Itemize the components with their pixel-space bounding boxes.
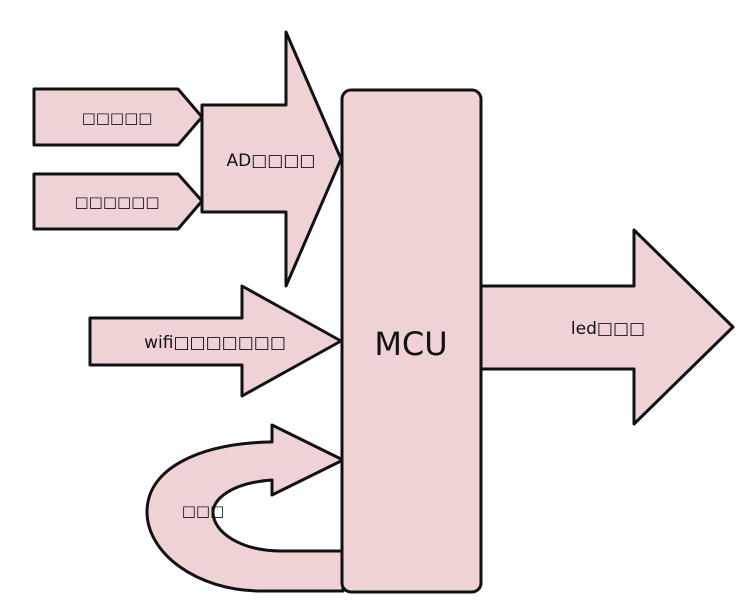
mcu-label: MCU — [374, 325, 447, 363]
ad-arrow — [200, 30, 343, 288]
mcu-block — [340, 88, 483, 594]
wifi-arrow-label: wifi□□□□□□□ — [144, 333, 286, 353]
wifi-arrow — [88, 284, 343, 398]
ad-arrow-label: AD□□□□ — [227, 151, 316, 171]
output-arrow — [479, 228, 735, 426]
loop-arrow — [145, 423, 345, 593]
input-sensor-2-arrow — [32, 172, 204, 231]
loop-arrow-label: □□□ — [182, 502, 225, 520]
input-sensor-2-label: □□□□□□ — [74, 193, 159, 211]
output-arrow-label: led□□□ — [571, 319, 645, 339]
input-sensor-1-arrow — [32, 87, 204, 147]
input-sensor-1-label: □□□□□ — [82, 109, 153, 127]
